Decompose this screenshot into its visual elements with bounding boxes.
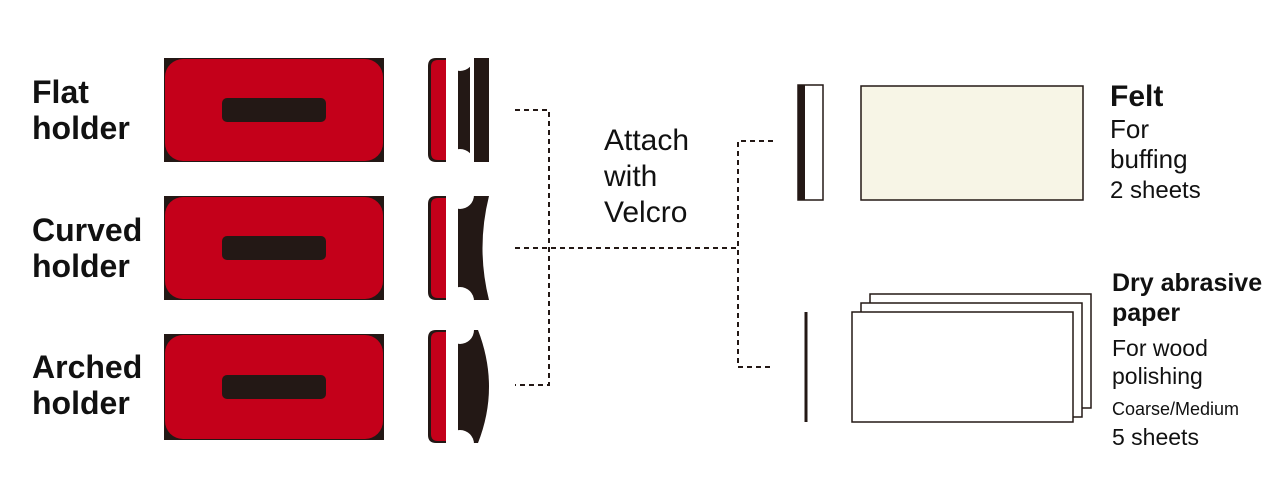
curved-holder-side-view <box>428 181 489 315</box>
paper-grit: Coarse/Medium <box>1112 399 1240 419</box>
flat-holder-label-line1: Flat <box>32 74 89 110</box>
paper-sheet-count: 5 sheets <box>1112 424 1199 450</box>
velcro-connector-lines <box>515 109 773 386</box>
flat-holder-label: Flat holder <box>32 74 130 146</box>
curved-holder-label-line2: holder <box>32 248 130 284</box>
felt-description: For buffing <box>1110 114 1188 174</box>
felt-sheet <box>860 85 1084 201</box>
paper-description-line2: polishing <box>1112 363 1203 389</box>
curved-holder-label: Curved holder <box>32 212 142 284</box>
attach-label-line1: Attach <box>604 124 690 157</box>
felt-sheet-count: 2 sheets <box>1110 177 1201 204</box>
felt-description-line1: For <box>1110 114 1149 144</box>
paper-description: For wood polishing <box>1112 334 1208 390</box>
arched-holder-top-view <box>164 334 384 440</box>
paper-title-line1: Dry abrasive <box>1112 269 1263 297</box>
attach-velcro-label: Attach with Velcro <box>604 123 689 231</box>
paper-title-line2: paper <box>1112 299 1181 327</box>
curved-holder-label-line1: Curved <box>32 212 143 248</box>
flat-holder-label-line2: holder <box>32 110 130 146</box>
arched-holder-side-view <box>428 316 489 458</box>
flat-holder-top-view <box>164 58 384 162</box>
felt-title: Felt <box>1110 80 1164 113</box>
attach-label-line2: with <box>604 160 658 193</box>
flat-holder-side-view <box>428 43 489 177</box>
paper-description-line1: For wood <box>1112 335 1208 361</box>
arched-holder-label-line1: Arched <box>32 349 143 385</box>
arched-holder-label-line2: holder <box>32 385 130 421</box>
abrasive-paper-stack <box>851 293 1092 423</box>
felt-side-view <box>797 84 824 201</box>
felt-description-line2: buffing <box>1110 144 1188 174</box>
curved-holder-top-view <box>164 196 384 300</box>
arched-holder-label: Arched holder <box>32 349 142 421</box>
paper-title: Dry abrasive paper <box>1112 268 1262 328</box>
attach-label-line3: Velcro <box>604 196 688 229</box>
